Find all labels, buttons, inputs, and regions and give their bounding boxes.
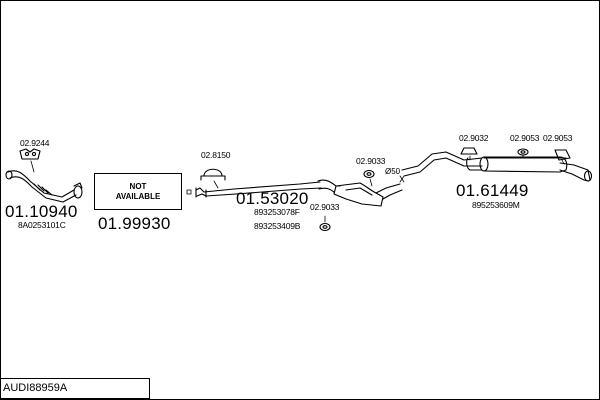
- catalyst-not-available-box: NOT AVAILABLE: [94, 173, 182, 210]
- rear-hanger-3-icon: [554, 149, 571, 161]
- middle-pipe-drawing: [195, 179, 403, 207]
- clamp-icon: [200, 168, 226, 181]
- middle-hanger-lower-code: 02.9033: [310, 202, 340, 212]
- middle-clamp-code: 02.8150: [201, 150, 231, 160]
- rear-hanger-1-icon: [460, 147, 478, 155]
- catalyst-status: NOT AVAILABLE: [115, 182, 161, 201]
- middle-hanger-code: 02.9033: [356, 156, 386, 166]
- front-gasket-code: 02.9244: [20, 138, 50, 148]
- rear-silencer-oem: 895253609M: [472, 200, 520, 210]
- marker-icon: [186, 189, 192, 195]
- rear-silencer-drawing: [401, 151, 593, 182]
- hanger-icon: [363, 169, 375, 179]
- model-code: AUDI88959A: [3, 382, 68, 394]
- catalyst-number: 01.99930: [98, 214, 171, 233]
- front-pipe-number: 01.10940: [5, 202, 78, 221]
- model-code-box: AUDI88959A: [0, 378, 150, 399]
- rear-hanger-2-icon: [517, 148, 529, 156]
- gasket-icon: [19, 148, 41, 160]
- middle-pipe-oem-1: 893253078F: [254, 207, 300, 217]
- rear-silencer-number: 01.61449: [456, 181, 529, 200]
- middle-pipe-oem-2: 893253409B: [254, 221, 301, 231]
- front-pipe-oem: 8A0253101C: [18, 220, 66, 230]
- middle-pipe-number: 01.53020: [236, 189, 309, 208]
- hanger-lower-icon: [319, 222, 331, 232]
- rear-hanger-1-code: 02.9032: [459, 133, 489, 143]
- diameter-label: Ø50: [385, 167, 401, 176]
- rear-hanger-3-code: 02.9053: [543, 133, 573, 143]
- rear-hanger-2-code: 02.9053: [510, 133, 540, 143]
- front-pipe-drawing: [5, 170, 83, 203]
